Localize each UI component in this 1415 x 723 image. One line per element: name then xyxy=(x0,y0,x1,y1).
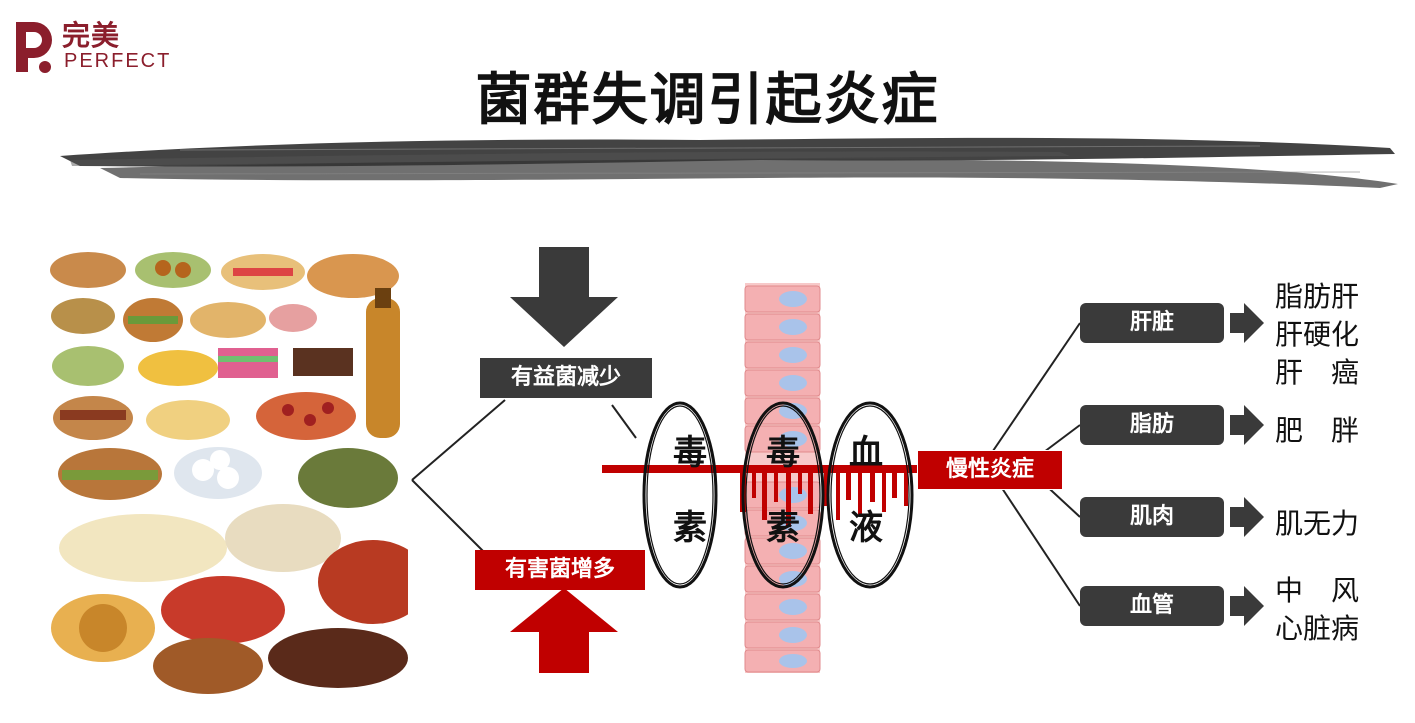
bracket-lines xyxy=(411,399,637,569)
circle-3-char-2: 液 xyxy=(849,508,883,548)
harmful-bacteria-tag: 有害菌增多 xyxy=(475,550,645,590)
brand-name-cn: 完美 xyxy=(62,19,121,52)
result-muscle-weakness: 肌无力 xyxy=(1275,507,1360,540)
up-arrow-icon xyxy=(510,588,618,673)
fat-results: 肥 胖 xyxy=(1275,412,1375,450)
result-obesity: 肥 胖 xyxy=(1275,414,1360,447)
brand-logo: 完美 PERFECT xyxy=(12,14,169,84)
result-cirrhosis: 肝硬化 xyxy=(1275,318,1360,351)
blood-line xyxy=(602,465,918,527)
ink-brush-stroke xyxy=(60,137,1398,188)
circle-3-char-1: 血 xyxy=(849,433,883,473)
perfect-logo-icon xyxy=(16,22,52,73)
brand-name-en: PERFECT xyxy=(64,50,172,72)
chronic-inflammation-tag: 慢性炎症 xyxy=(917,450,1063,490)
result-heart-disease: 心脏病 xyxy=(1275,612,1360,645)
result-liver-cancer: 肝 癌 xyxy=(1275,356,1360,389)
liver-results: 脂肪肝 肝硬化 肝 癌 xyxy=(1275,278,1375,392)
junk-food-collage xyxy=(50,252,408,694)
circle-1-char-2: 素 xyxy=(673,508,707,548)
organ-muscle-tag: 肌肉 xyxy=(1080,497,1224,537)
organ-vessel-tag: 血管 xyxy=(1080,586,1224,626)
circle-2-char-2: 素 xyxy=(766,508,800,548)
muscle-results: 肌无力 xyxy=(1275,505,1375,543)
result-stroke: 中 风 xyxy=(1275,574,1360,607)
circle-1-char-1: 毒 xyxy=(673,433,707,473)
circle-outlines xyxy=(642,401,914,589)
result-fatty-liver: 脂肪肝 xyxy=(1275,280,1360,313)
organ-liver-tag: 肝脏 xyxy=(1080,303,1224,343)
arrow-right-icons xyxy=(1230,303,1264,626)
page-title: 菌群失调引起炎症 xyxy=(475,68,940,133)
circle-2-char-1: 毒 xyxy=(766,433,800,473)
down-arrow-icon xyxy=(510,247,618,347)
organ-fat-tag: 脂肪 xyxy=(1080,405,1224,445)
vessel-results: 中 风 心脏病 xyxy=(1275,572,1375,648)
beneficial-bacteria-tag: 有益菌减少 xyxy=(480,358,652,398)
intestinal-cell-wall xyxy=(744,283,821,673)
